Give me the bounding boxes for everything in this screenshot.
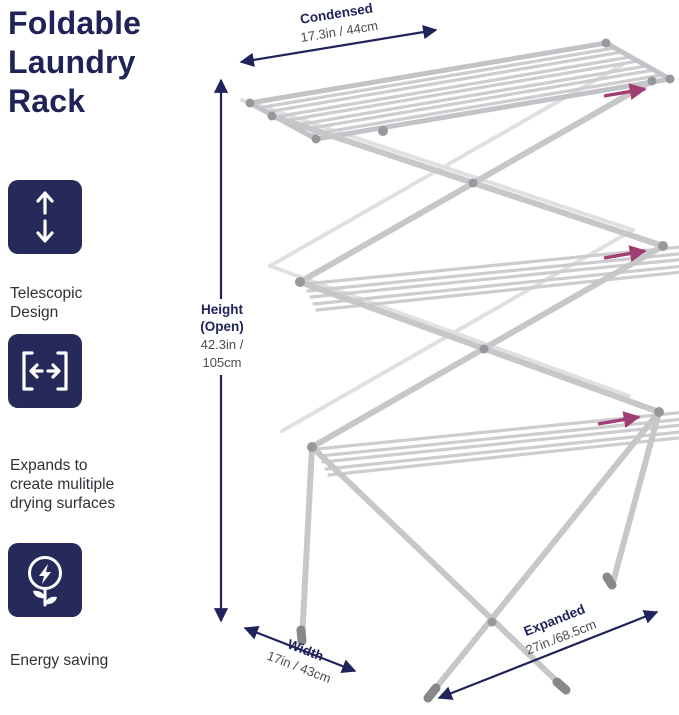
feature-expands-label: Expands to create mulitiple drying surfa… bbox=[10, 457, 116, 512]
feature-energy-label: Energy saving bbox=[10, 652, 109, 669]
height-dimension-label: Height (Open) 42.3in / 105cm bbox=[184, 299, 260, 375]
telescopic-icon bbox=[8, 180, 82, 254]
expanded-dimension-arrow bbox=[437, 610, 659, 700]
title-line: Foldable bbox=[8, 5, 142, 41]
energy-saving-icon bbox=[8, 543, 82, 617]
title-line: Rack bbox=[8, 83, 86, 120]
title-line: Laundry bbox=[8, 44, 136, 81]
condensed-dimension-arrow bbox=[239, 25, 438, 67]
expand-icon bbox=[8, 334, 82, 408]
width-dimension-arrow bbox=[243, 626, 357, 673]
expand-arrow-bottom bbox=[597, 411, 641, 428]
expand-direction-arrows bbox=[597, 83, 647, 428]
page-title: Foldable Laundry Rack bbox=[8, 4, 141, 121]
expand-arrow-top bbox=[603, 83, 647, 100]
feature-telescopic-label: Telescopic Design bbox=[10, 285, 83, 321]
expand-arrow-middle bbox=[603, 245, 647, 262]
laundry-rack-illustration bbox=[240, 38, 679, 703]
